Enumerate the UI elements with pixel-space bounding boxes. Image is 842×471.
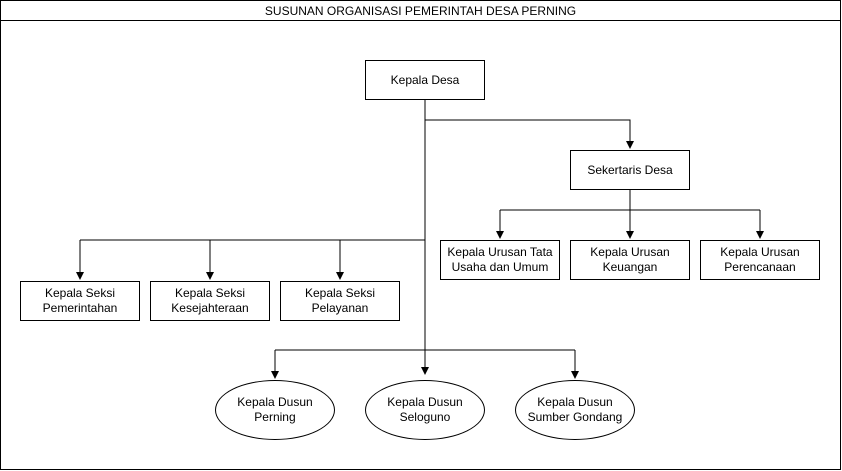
node-seksi-pemerintahan: Kepala Seksi Pemerintahan xyxy=(20,281,140,321)
node-dusun-sumber-gondang: Kepala Dusun Sumber Gondang xyxy=(515,380,635,440)
node-seksi-pelayanan: Kepala Seksi Pelayanan xyxy=(280,281,400,321)
node-urusan-tata-usaha: Kepala Urusan Tata Usaha dan Umum xyxy=(440,240,560,280)
node-urusan-perencanaan: Kepala Urusan Perencanaan xyxy=(700,240,820,280)
node-kepala-desa: Kepala Desa xyxy=(365,60,485,100)
diagram-title: SUSUNAN ORGANISASI PEMERINTAH DESA PERNI… xyxy=(0,0,841,21)
node-urusan-keuangan: Kepala Urusan Keuangan xyxy=(570,240,690,280)
node-sekertaris-desa: Sekertaris Desa xyxy=(570,150,690,190)
node-dusun-perning: Kepala Dusun Perning xyxy=(215,380,335,440)
node-dusun-seloguno: Kepala Dusun Seloguno xyxy=(365,380,485,440)
node-seksi-kesejahteraan: Kepala Seksi Kesejahteraan xyxy=(150,281,270,321)
line-to-sekertaris xyxy=(425,119,634,149)
